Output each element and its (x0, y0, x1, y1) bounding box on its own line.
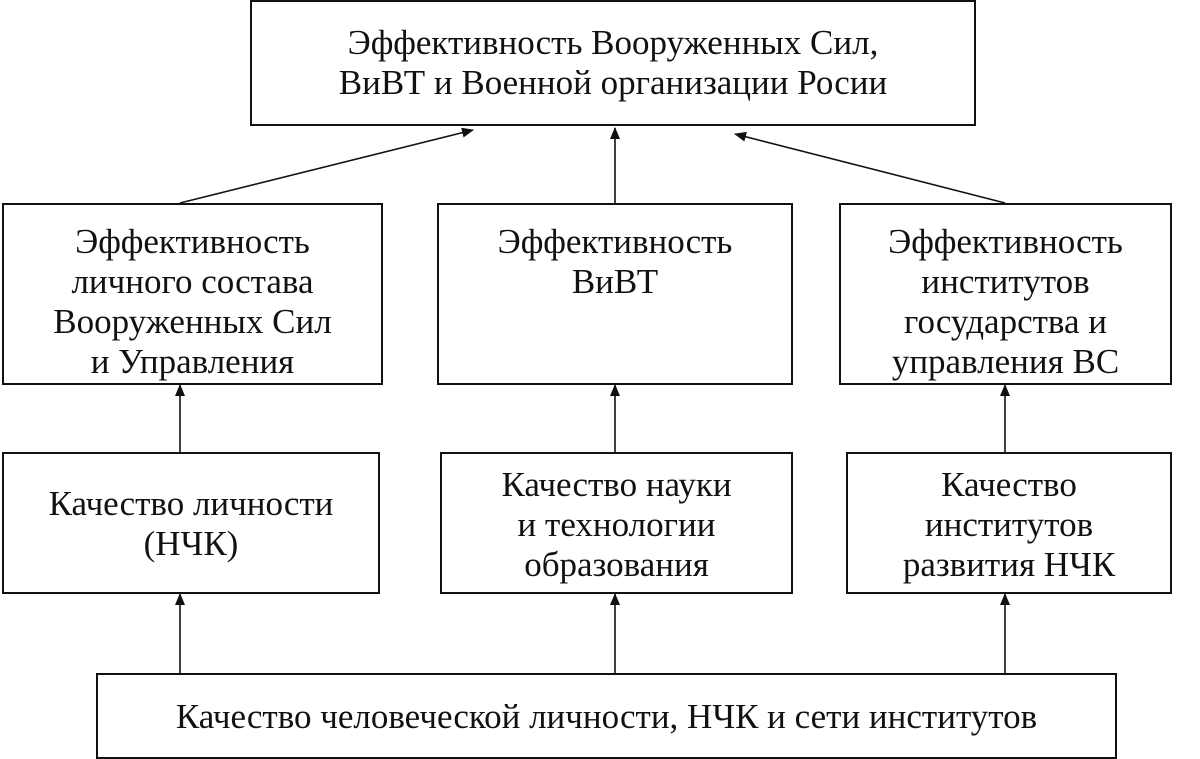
lower-center-line-1: Качество науки (501, 465, 732, 504)
lower-right-line-3: развития НЧК (902, 545, 1116, 584)
middle-right-line-1: Эффективность (888, 222, 1123, 261)
middle-left-line-4: и Управления (90, 342, 295, 381)
middle-right-line-3: государства и (904, 302, 1107, 341)
middle-left-line-2: личного состава (71, 262, 314, 301)
lower-left-line-1: Качество личности (48, 484, 334, 523)
bottom-node-line-1: Качество человеческой личности, НЧК и се… (175, 697, 1038, 736)
middle-node-vivt-efficiency: Эффективность ВиВТ (437, 203, 793, 385)
middle-right-line-2: институтов (921, 262, 1090, 301)
middle-node-institutions-efficiency: Эффективность институтов государства и у… (839, 203, 1172, 385)
arrow-right-middle-to-top (734, 131, 1006, 204)
arrow-left-middle-to-top (179, 127, 474, 204)
top-node-line-1: Эффективность Вооруженных Сил, (347, 23, 879, 62)
lower-right-line-1: Качество (941, 465, 1077, 504)
middle-center-line-1: Эффективность (497, 222, 733, 261)
middle-node-personnel-efficiency: Эффективность личного состава Вооруженны… (2, 203, 383, 385)
lower-node-institutions-quality: Качество институтов развития НЧК (846, 452, 1172, 594)
middle-right-line-4: управления ВС (891, 342, 1120, 381)
lower-node-science-quality: Качество науки и технологии образования (440, 452, 793, 594)
lower-center-line-3: образования (524, 545, 709, 584)
lower-node-personality-quality: Качество личности (НЧК) (2, 452, 380, 594)
lower-right-line-2: институтов (924, 505, 1094, 544)
top-node-armed-forces-efficiency: Эффективность Вооруженных Сил, ВиВТ и Во… (250, 0, 976, 126)
middle-left-line-1: Эффективность (75, 222, 310, 261)
top-node-line-2: ВиВТ и Военной организации Росии (338, 63, 888, 102)
lower-center-line-2: и технологии (517, 505, 716, 544)
middle-center-line-2: ВиВТ (571, 262, 659, 301)
middle-left-line-3: Вооруженных Сил (53, 302, 332, 341)
lower-left-line-2: (НЧК) (143, 524, 239, 563)
bottom-node-human-quality: Качество человеческой личности, НЧК и се… (96, 673, 1117, 759)
